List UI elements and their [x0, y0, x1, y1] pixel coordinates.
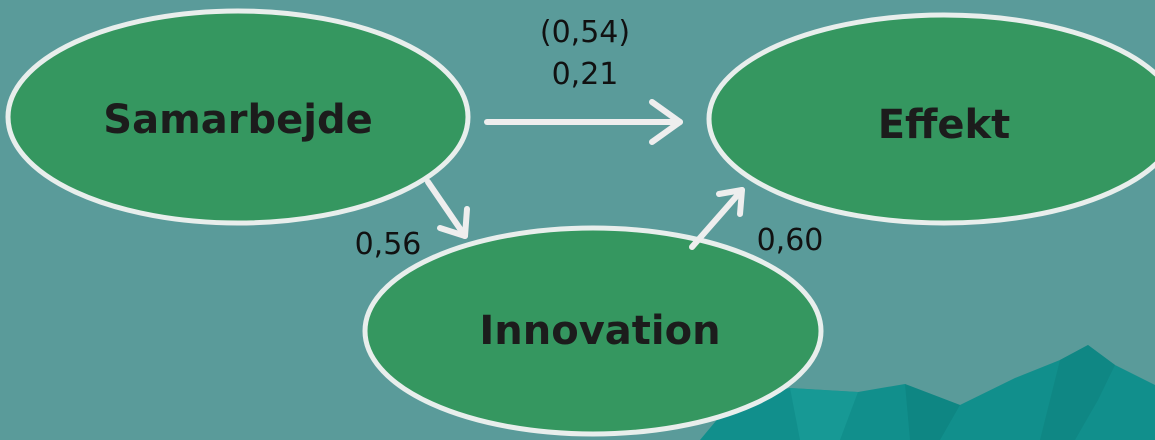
node-samarbejde-label: Samarbejde [103, 97, 372, 143]
node-samarbejde-shape [5, 8, 471, 226]
edge-samarbejde-effekt-label-line1: (0,54) [540, 15, 630, 50]
node-innovation: Innovation [362, 225, 824, 437]
edge-samarbejde-innovation [425, 179, 470, 239]
node-effekt: Effekt [706, 12, 1155, 226]
mountain-decoration [700, 345, 1155, 440]
arrow-innovation-effekt-head [716, 187, 745, 217]
node-innovation-label: Innovation [479, 308, 720, 354]
arrow-samarbejde-effekt-head [649, 99, 683, 145]
node-innovation-shape [362, 225, 824, 437]
edge-samarbejde-innovation-label: 0,56 [355, 227, 422, 262]
edge-samarbejde-effekt [484, 99, 683, 145]
node-samarbejde: Samarbejde [5, 8, 471, 226]
arrow-samarbejde-innovation-head [437, 206, 470, 239]
arrow-samarbejde-innovation-shaft [425, 179, 468, 239]
edge-innovation-effekt [689, 187, 745, 250]
node-effekt-shape [706, 12, 1155, 226]
arrow-innovation-effekt-shaft [689, 187, 745, 250]
edge-innovation-effekt-label: 0,60 [757, 223, 824, 258]
edge-samarbejde-effekt-label-line2: 0,21 [552, 57, 619, 92]
node-effekt-label: Effekt [878, 102, 1011, 148]
